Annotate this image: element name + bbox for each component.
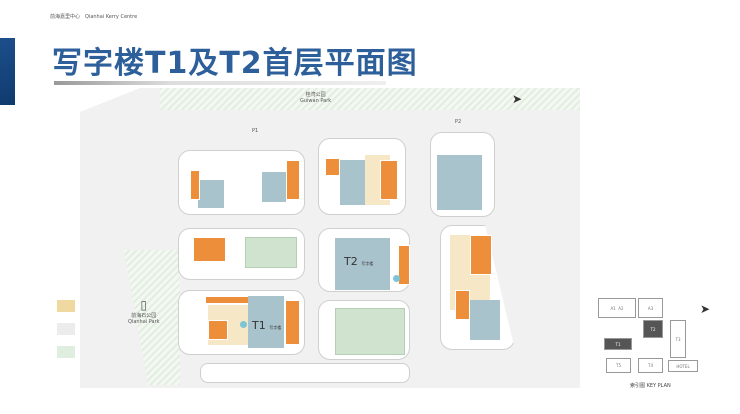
parking-p2: P2 — [455, 119, 462, 125]
legend-swatch-road — [57, 323, 75, 335]
tower-t1-label: T1 写字楼 — [252, 319, 282, 332]
north-arrow-icon: ➤ — [512, 92, 523, 106]
title-divider — [54, 81, 386, 85]
key-plan-north-icon: ➤ — [700, 302, 711, 316]
building-t1 — [248, 296, 284, 348]
green-square — [245, 237, 297, 268]
retail-unit — [380, 160, 398, 200]
guiwan-park-area — [160, 88, 580, 110]
retail-unit — [285, 300, 300, 345]
key-plan-label: 索引图 KEY PLAN — [630, 383, 671, 389]
key-plan-t2: T2 — [643, 320, 663, 338]
key-plan-a3: A3 — [638, 298, 663, 318]
tower-t2-label: T2 写字楼 — [344, 255, 374, 268]
block-south — [200, 363, 410, 383]
retail-unit — [470, 235, 492, 275]
key-plan-t5: T5 — [606, 358, 631, 373]
key-plan-hotel: HOTEL — [668, 360, 698, 372]
key-plan-a1-a2: A1 A2 — [598, 298, 636, 318]
building-a3 — [340, 160, 365, 205]
key-plan-t3: T3 — [670, 320, 686, 358]
building-t3-south — [470, 300, 500, 340]
key-plan-t1: T1 — [604, 338, 632, 350]
retail-unit — [325, 158, 340, 176]
building-t2 — [335, 238, 390, 290]
central-park — [335, 308, 405, 355]
retail-unit — [286, 160, 300, 200]
legend-swatch-retail — [57, 300, 75, 312]
retail-unit — [208, 320, 228, 340]
page-title: 写字楼T1及T2首层平面图 — [52, 46, 418, 81]
building-a1 — [198, 180, 224, 208]
key-plan: A1 A2 A3 T1 T2 T3 T4 T5 HOTEL — [598, 296, 710, 381]
key-plan-t4: T4 — [638, 358, 663, 373]
legend-swatch-green — [57, 346, 75, 358]
elevator-icon — [393, 275, 400, 282]
retail-unit — [205, 296, 250, 304]
elevator-icon — [240, 321, 247, 328]
retail-unit — [455, 290, 470, 320]
parking-p1: P1 — [252, 128, 259, 134]
sidebar-accent-bar — [0, 38, 15, 105]
retail-unit — [193, 237, 226, 262]
building-t3 — [437, 155, 482, 210]
retail-unit — [190, 170, 200, 200]
retail-unit — [398, 245, 410, 285]
building-a2 — [262, 172, 286, 202]
header-brand: 前海嘉里中心 Qianhai Kerry Centre — [50, 14, 138, 20]
